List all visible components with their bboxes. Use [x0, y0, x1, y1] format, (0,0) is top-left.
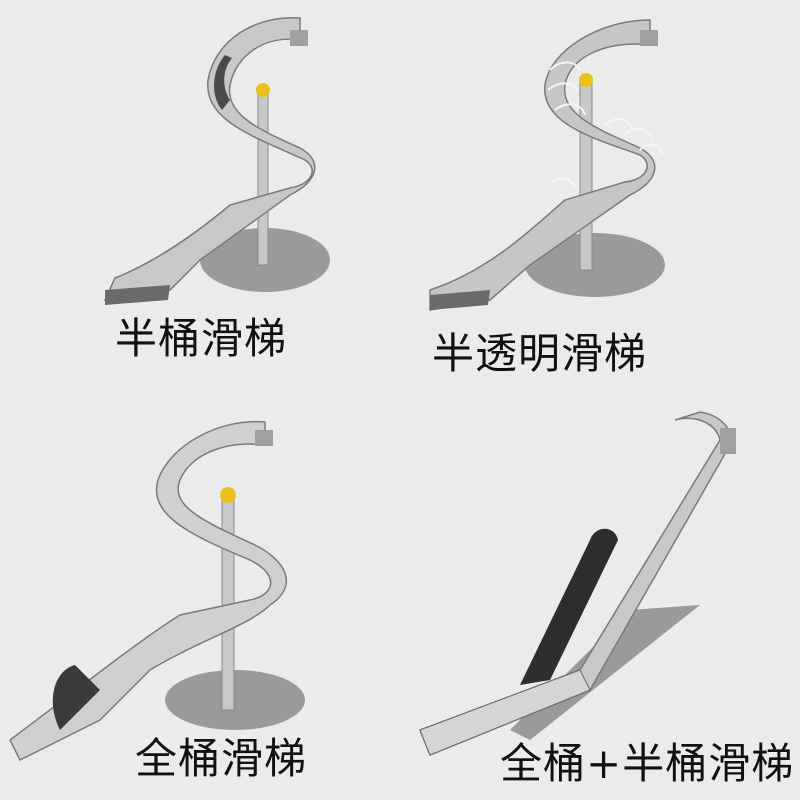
straight-full-half-tube-slide-icon: [419, 411, 736, 756]
panel-full-half-tube: 全桶+半桶滑梯: [400, 400, 800, 800]
label-full-half-tube: 全桶+半桶滑梯: [500, 739, 795, 788]
panel-translucent: 半透明滑梯: [400, 0, 800, 400]
panel-half-tube: 半桶滑梯: [0, 0, 400, 400]
full-tube-spiral-slide-icon: [9, 420, 305, 762]
label-half-tube: 半桶滑梯: [115, 314, 288, 363]
translucent-spiral-slide-icon: [429, 19, 665, 311]
panel-full-tube: 全桶滑梯: [0, 400, 400, 800]
label-translucent: 半透明滑梯: [432, 329, 648, 378]
half-tube-spiral-slide-icon: [103, 17, 330, 305]
label-full-tube: 全桶滑梯: [135, 734, 308, 783]
